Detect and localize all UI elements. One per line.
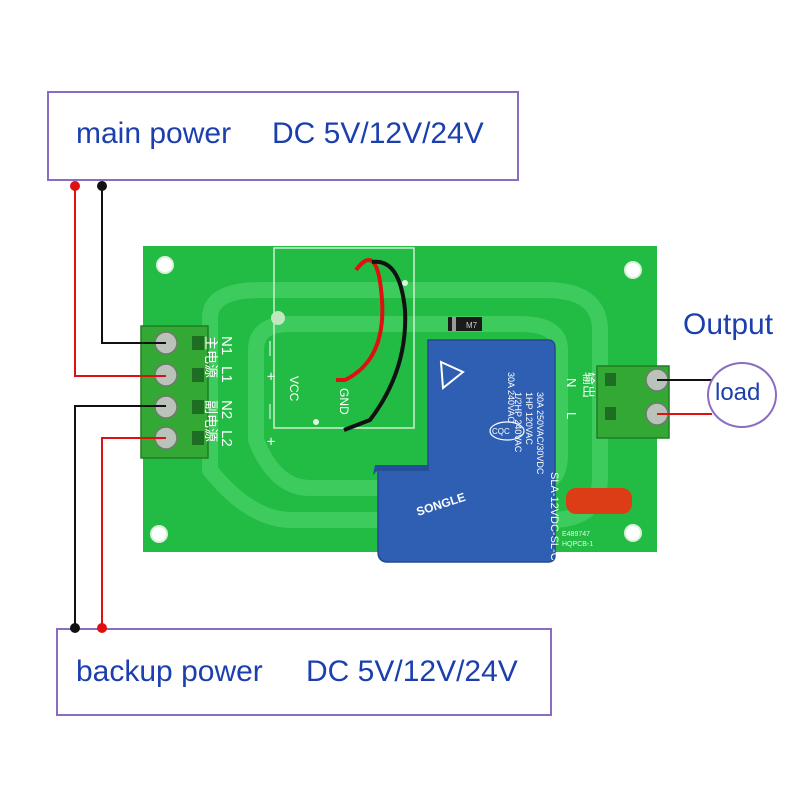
pcb-trace-outer: [202, 282, 608, 528]
output-label-n: N: [564, 378, 579, 387]
terminal-slot: [192, 431, 204, 445]
relay: [373, 339, 556, 563]
terminal-slot: [192, 336, 204, 350]
load-circle: [707, 362, 777, 428]
main-power-box: [47, 91, 519, 181]
wire-backup-neg: [74, 405, 166, 628]
wire-vcc-board: [336, 258, 385, 382]
relay-cert: CQC: [492, 427, 510, 436]
diode-code: M7: [466, 321, 478, 330]
mount-hole-tr: [624, 261, 642, 279]
terminal-slot: [192, 368, 204, 382]
terminal-slot: [605, 373, 616, 386]
backup-neg-dot: [70, 623, 80, 633]
code-e: E489747: [562, 531, 590, 538]
diode: [448, 317, 482, 331]
relay-model: SLA-12VDC-SL-C: [548, 472, 560, 561]
mount-hole-br: [624, 524, 642, 542]
terminal-slot: [192, 400, 204, 414]
wire-main-pos: [74, 186, 166, 377]
relay-lid: [373, 465, 428, 475]
label-minus-1: —: [262, 341, 279, 356]
test-pad: [271, 311, 285, 325]
main-power-voltage: DC 5V/12V/24V: [272, 117, 484, 150]
main-power-label: main power: [76, 117, 232, 150]
label-gnd: GND: [337, 388, 351, 415]
label-minus-2: —: [262, 404, 279, 419]
warning-triangle: [439, 360, 465, 390]
label-n2: N2: [218, 400, 235, 419]
backup-pos-dot: [97, 623, 107, 633]
label-plus-1: +: [262, 372, 279, 381]
load-label: load: [715, 379, 761, 406]
relay-rating-3: 1HP 120VAC: [524, 392, 534, 445]
wire-main-neg: [101, 186, 166, 344]
wire-backup-pos: [101, 437, 166, 628]
main-pos-dot: [70, 181, 80, 191]
backup-power-label: backup power: [76, 655, 263, 688]
label-plus-2: +: [262, 437, 279, 446]
terminal-slot: [605, 407, 616, 420]
output-label-text: 输出: [581, 372, 596, 398]
backup-power-box: [56, 628, 552, 716]
output-label: Output: [683, 308, 774, 341]
cert-badge: [489, 421, 525, 441]
label-vcc: VCC: [287, 376, 301, 402]
diode-band: [452, 317, 456, 331]
relay-rating-1: 30A 250VAC/30VDC: [535, 392, 545, 475]
label-l2: L2: [218, 430, 235, 447]
label-l1: L1: [218, 366, 235, 383]
test-pad: [402, 280, 408, 286]
mount-hole-bl: [150, 525, 168, 543]
label-aux-source: 副电源: [203, 400, 219, 442]
mount-hole-tl: [156, 256, 174, 274]
label-n1: N1: [218, 336, 235, 355]
output-label-l: L: [564, 412, 579, 419]
relay-rating-2: 1/2HP 240VAC: [513, 392, 523, 453]
capacitor: [566, 488, 632, 514]
relay-rating-4: 30A 240VAC: [506, 372, 516, 423]
wire-gnd-board: [343, 259, 408, 432]
test-pad: [313, 419, 319, 425]
main-neg-dot: [97, 181, 107, 191]
code-pcb: HQPCB-1: [562, 541, 593, 548]
relay-body: [377, 339, 556, 563]
pcb-trace-inner: [248, 316, 568, 496]
label-main-source: 主电源: [203, 336, 219, 378]
backup-power-voltage: DC 5V/12V/24V: [306, 655, 518, 688]
